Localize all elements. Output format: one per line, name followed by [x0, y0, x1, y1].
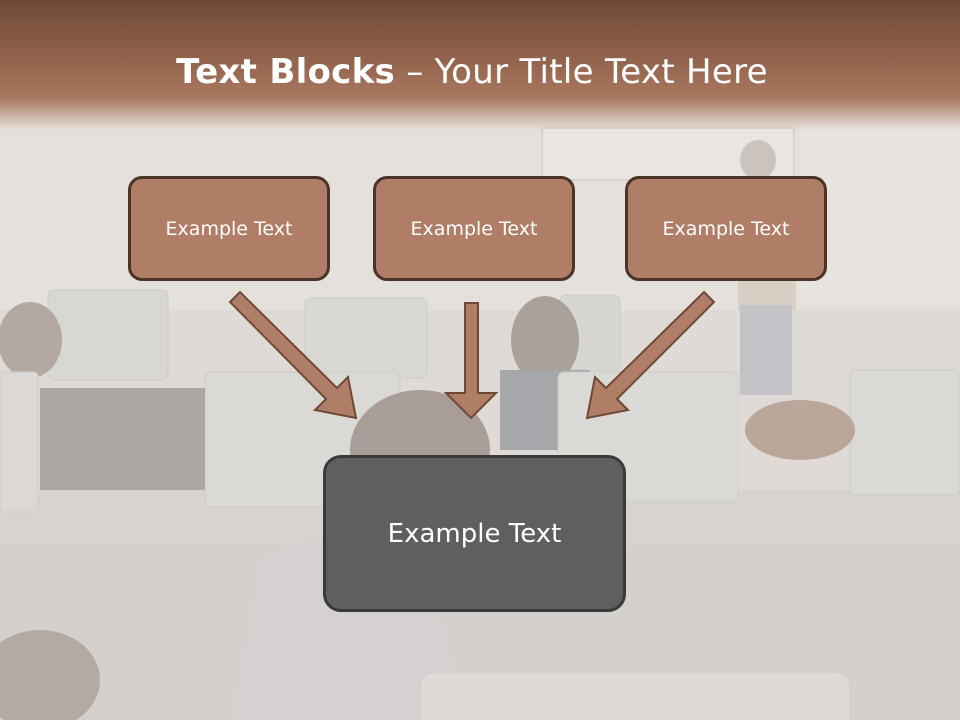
title-rest-text: – Your Title Text Here: [395, 52, 768, 92]
text-block-label: Example Text: [410, 217, 538, 240]
text-block-main[interactable]: Example Text: [323, 455, 626, 612]
text-block-label: Example Text: [165, 217, 293, 240]
title-bold-text: Text Blocks: [176, 52, 396, 92]
arrow-center-down[interactable]: [443, 302, 499, 420]
arrow-left-diagonal[interactable]: [228, 290, 358, 420]
text-block-main-label: Example Text: [387, 518, 562, 549]
text-block-top-left[interactable]: Example Text: [128, 176, 330, 281]
title-band: [0, 0, 960, 130]
text-block-label: Example Text: [662, 217, 790, 240]
text-block-top-right[interactable]: Example Text: [625, 176, 827, 281]
slide-title[interactable]: Text Blocks – Your Title Text Here: [0, 52, 944, 92]
arrow-right-diagonal[interactable]: [585, 290, 716, 420]
text-block-top-center[interactable]: Example Text: [373, 176, 575, 281]
